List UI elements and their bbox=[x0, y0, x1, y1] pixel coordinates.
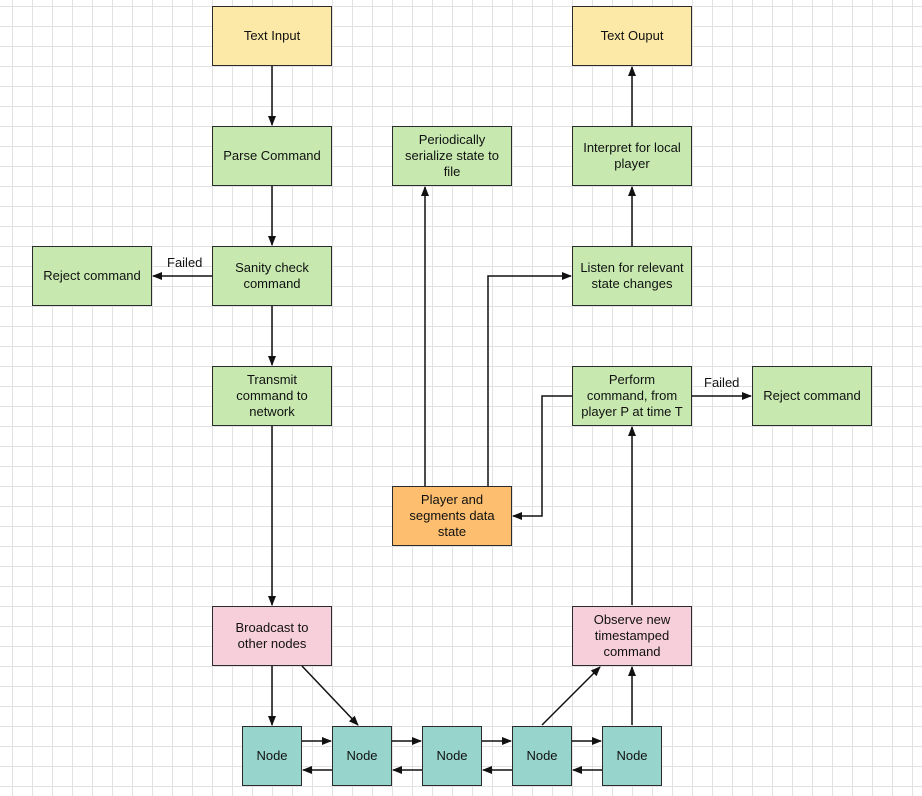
node-box: Node bbox=[602, 726, 662, 786]
interpret-label: Interpret for local player bbox=[583, 140, 681, 171]
arrow-node4-to-observe bbox=[541, 666, 601, 726]
perform-command-box: Perform command, from player P at time T bbox=[572, 366, 692, 426]
data-state-label: Player and segments data state bbox=[409, 492, 495, 539]
text-input-box: Text Input bbox=[212, 6, 332, 66]
node-label: Node bbox=[616, 748, 648, 763]
parse-command-box: Parse Command bbox=[212, 126, 332, 186]
arrow-state-to-listen bbox=[487, 272, 572, 486]
arrow-broadcast-to-node2 bbox=[301, 665, 359, 726]
broadcast-label: Broadcast to other nodes bbox=[235, 620, 309, 651]
failed-label-left: Failed bbox=[167, 255, 203, 270]
node-label: Node bbox=[256, 748, 288, 763]
observe-command-label: Observe new timestamped command bbox=[593, 612, 671, 659]
parse-command-label: Parse Command bbox=[223, 148, 321, 163]
node-box: Node bbox=[242, 726, 302, 786]
text-output-label: Text Ouput bbox=[600, 28, 664, 43]
reject-command-left-box: Reject command bbox=[32, 246, 152, 306]
interpret-box: Interpret for local player bbox=[572, 126, 692, 186]
node-box: Node bbox=[422, 726, 482, 786]
transmit-command-label: Transmit command to network bbox=[236, 372, 308, 419]
listen-label: Listen for relevant state changes bbox=[580, 260, 684, 291]
observe-command-box: Observe new timestamped command bbox=[572, 606, 692, 666]
node-box: Node bbox=[512, 726, 572, 786]
arrow-perform-to-state bbox=[512, 395, 572, 520]
data-state-box: Player and segments data state bbox=[392, 486, 512, 546]
text-output-box: Text Ouput bbox=[572, 6, 692, 66]
node-box: Node bbox=[332, 726, 392, 786]
transmit-command-box: Transmit command to network bbox=[212, 366, 332, 426]
perform-command-label: Perform command, from player P at time T bbox=[581, 372, 683, 419]
reject-command-right-box: Reject command bbox=[752, 366, 872, 426]
reject-command-right-label: Reject command bbox=[763, 388, 861, 403]
serialize-state-label: Periodically serialize state to file bbox=[405, 132, 499, 179]
listen-box: Listen for relevant state changes bbox=[572, 246, 692, 306]
reject-command-left-label: Reject command bbox=[43, 268, 141, 283]
node-label: Node bbox=[526, 748, 558, 763]
node-label: Node bbox=[346, 748, 378, 763]
broadcast-box: Broadcast to other nodes bbox=[212, 606, 332, 666]
text-input-label: Text Input bbox=[243, 28, 301, 43]
serialize-state-box: Periodically serialize state to file bbox=[392, 126, 512, 186]
sanity-check-box: Sanity check command bbox=[212, 246, 332, 306]
node-label: Node bbox=[436, 748, 468, 763]
failed-label-right: Failed bbox=[704, 375, 740, 390]
sanity-check-label: Sanity check command bbox=[235, 260, 309, 291]
